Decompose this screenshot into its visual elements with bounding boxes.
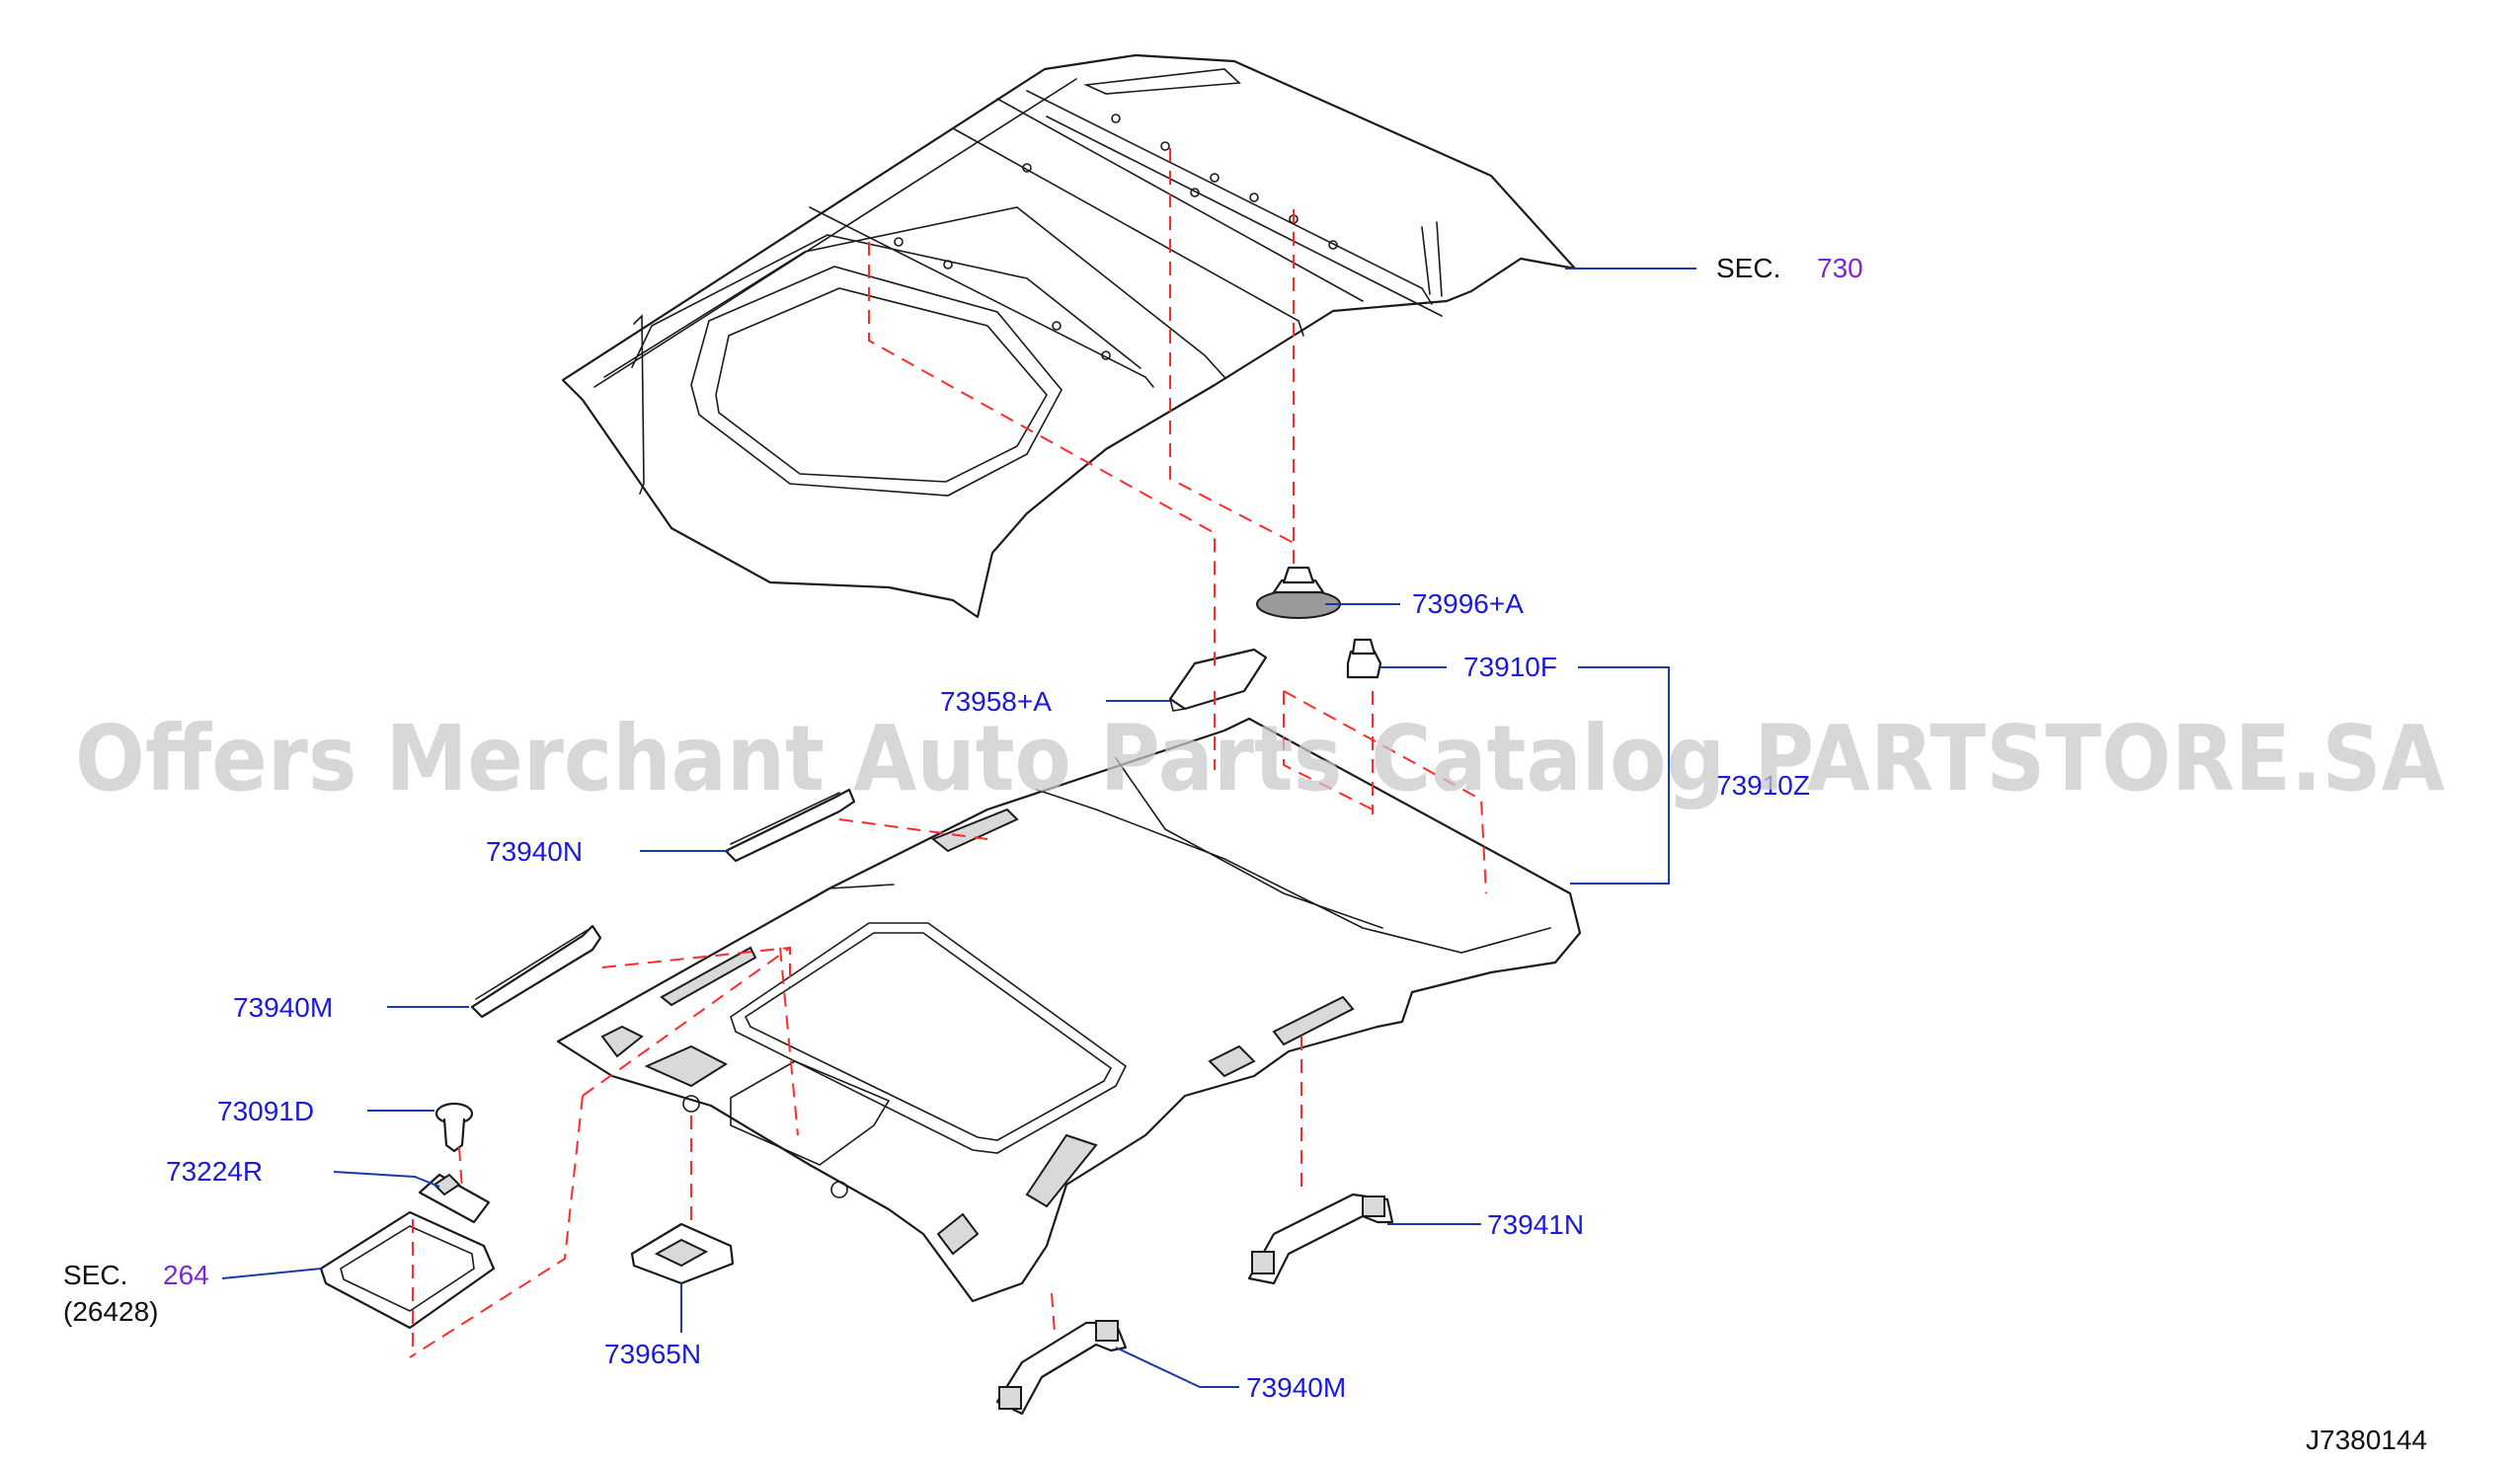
part-73965n-label[interactable]: 73965N [604,1339,701,1369]
part-73958a-label[interactable]: 73958+A [940,686,1052,717]
sec-730-ref[interactable]: 730 [1817,253,1863,283]
clip-73910f [1346,638,1382,679]
screw-73091d [434,1102,474,1153]
sec-264-ref[interactable]: 264 [163,1260,209,1290]
clip-73996a [1256,566,1341,619]
callout-sec-730: SEC. 730 [1716,253,1863,283]
assist-grip-73940m-bottom [995,1320,1128,1416]
sec-264-prefix: SEC. [63,1260,127,1290]
leader-lines [221,268,1696,1388]
roof-panel [561,53,1577,619]
part-73091d-label[interactable]: 73091D [217,1096,314,1126]
hidden-lines [409,148,1487,1358]
callout-sec-264: SEC. 264 (26428) [63,1260,209,1327]
sec-730-prefix: SEC. [1716,253,1780,283]
sunroof-frame-264 [319,1210,496,1330]
part-73910z-label[interactable]: 73910Z [1716,770,1810,801]
headlining [556,717,1582,1303]
watermark-text: Offers Merchant Auto Parts Catalog PARTS… [75,706,2445,811]
assist-grip-73940m-left [470,924,602,1019]
diagram-id: J7380144 [2306,1425,2427,1455]
part-73940m-left-label[interactable]: 73940M [233,992,333,1023]
part-73910f-label[interactable]: 73910F [1463,652,1557,682]
pad-73958a [1168,648,1268,712]
assist-grip-73941n [1247,1193,1394,1285]
assist-grip-73940n [724,788,856,863]
part-73941n-label[interactable]: 73941N [1487,1209,1584,1240]
part-73940n-label[interactable]: 73940N [486,836,583,867]
part-73940m-bottom-label[interactable]: 73940M [1246,1372,1346,1403]
map-lamp-73965n [630,1222,735,1285]
part-73996a-label[interactable]: 73996+A [1412,588,1524,619]
part-73224r-label[interactable]: 73224R [166,1156,263,1187]
sec-264-sub: (26428) [63,1296,159,1327]
